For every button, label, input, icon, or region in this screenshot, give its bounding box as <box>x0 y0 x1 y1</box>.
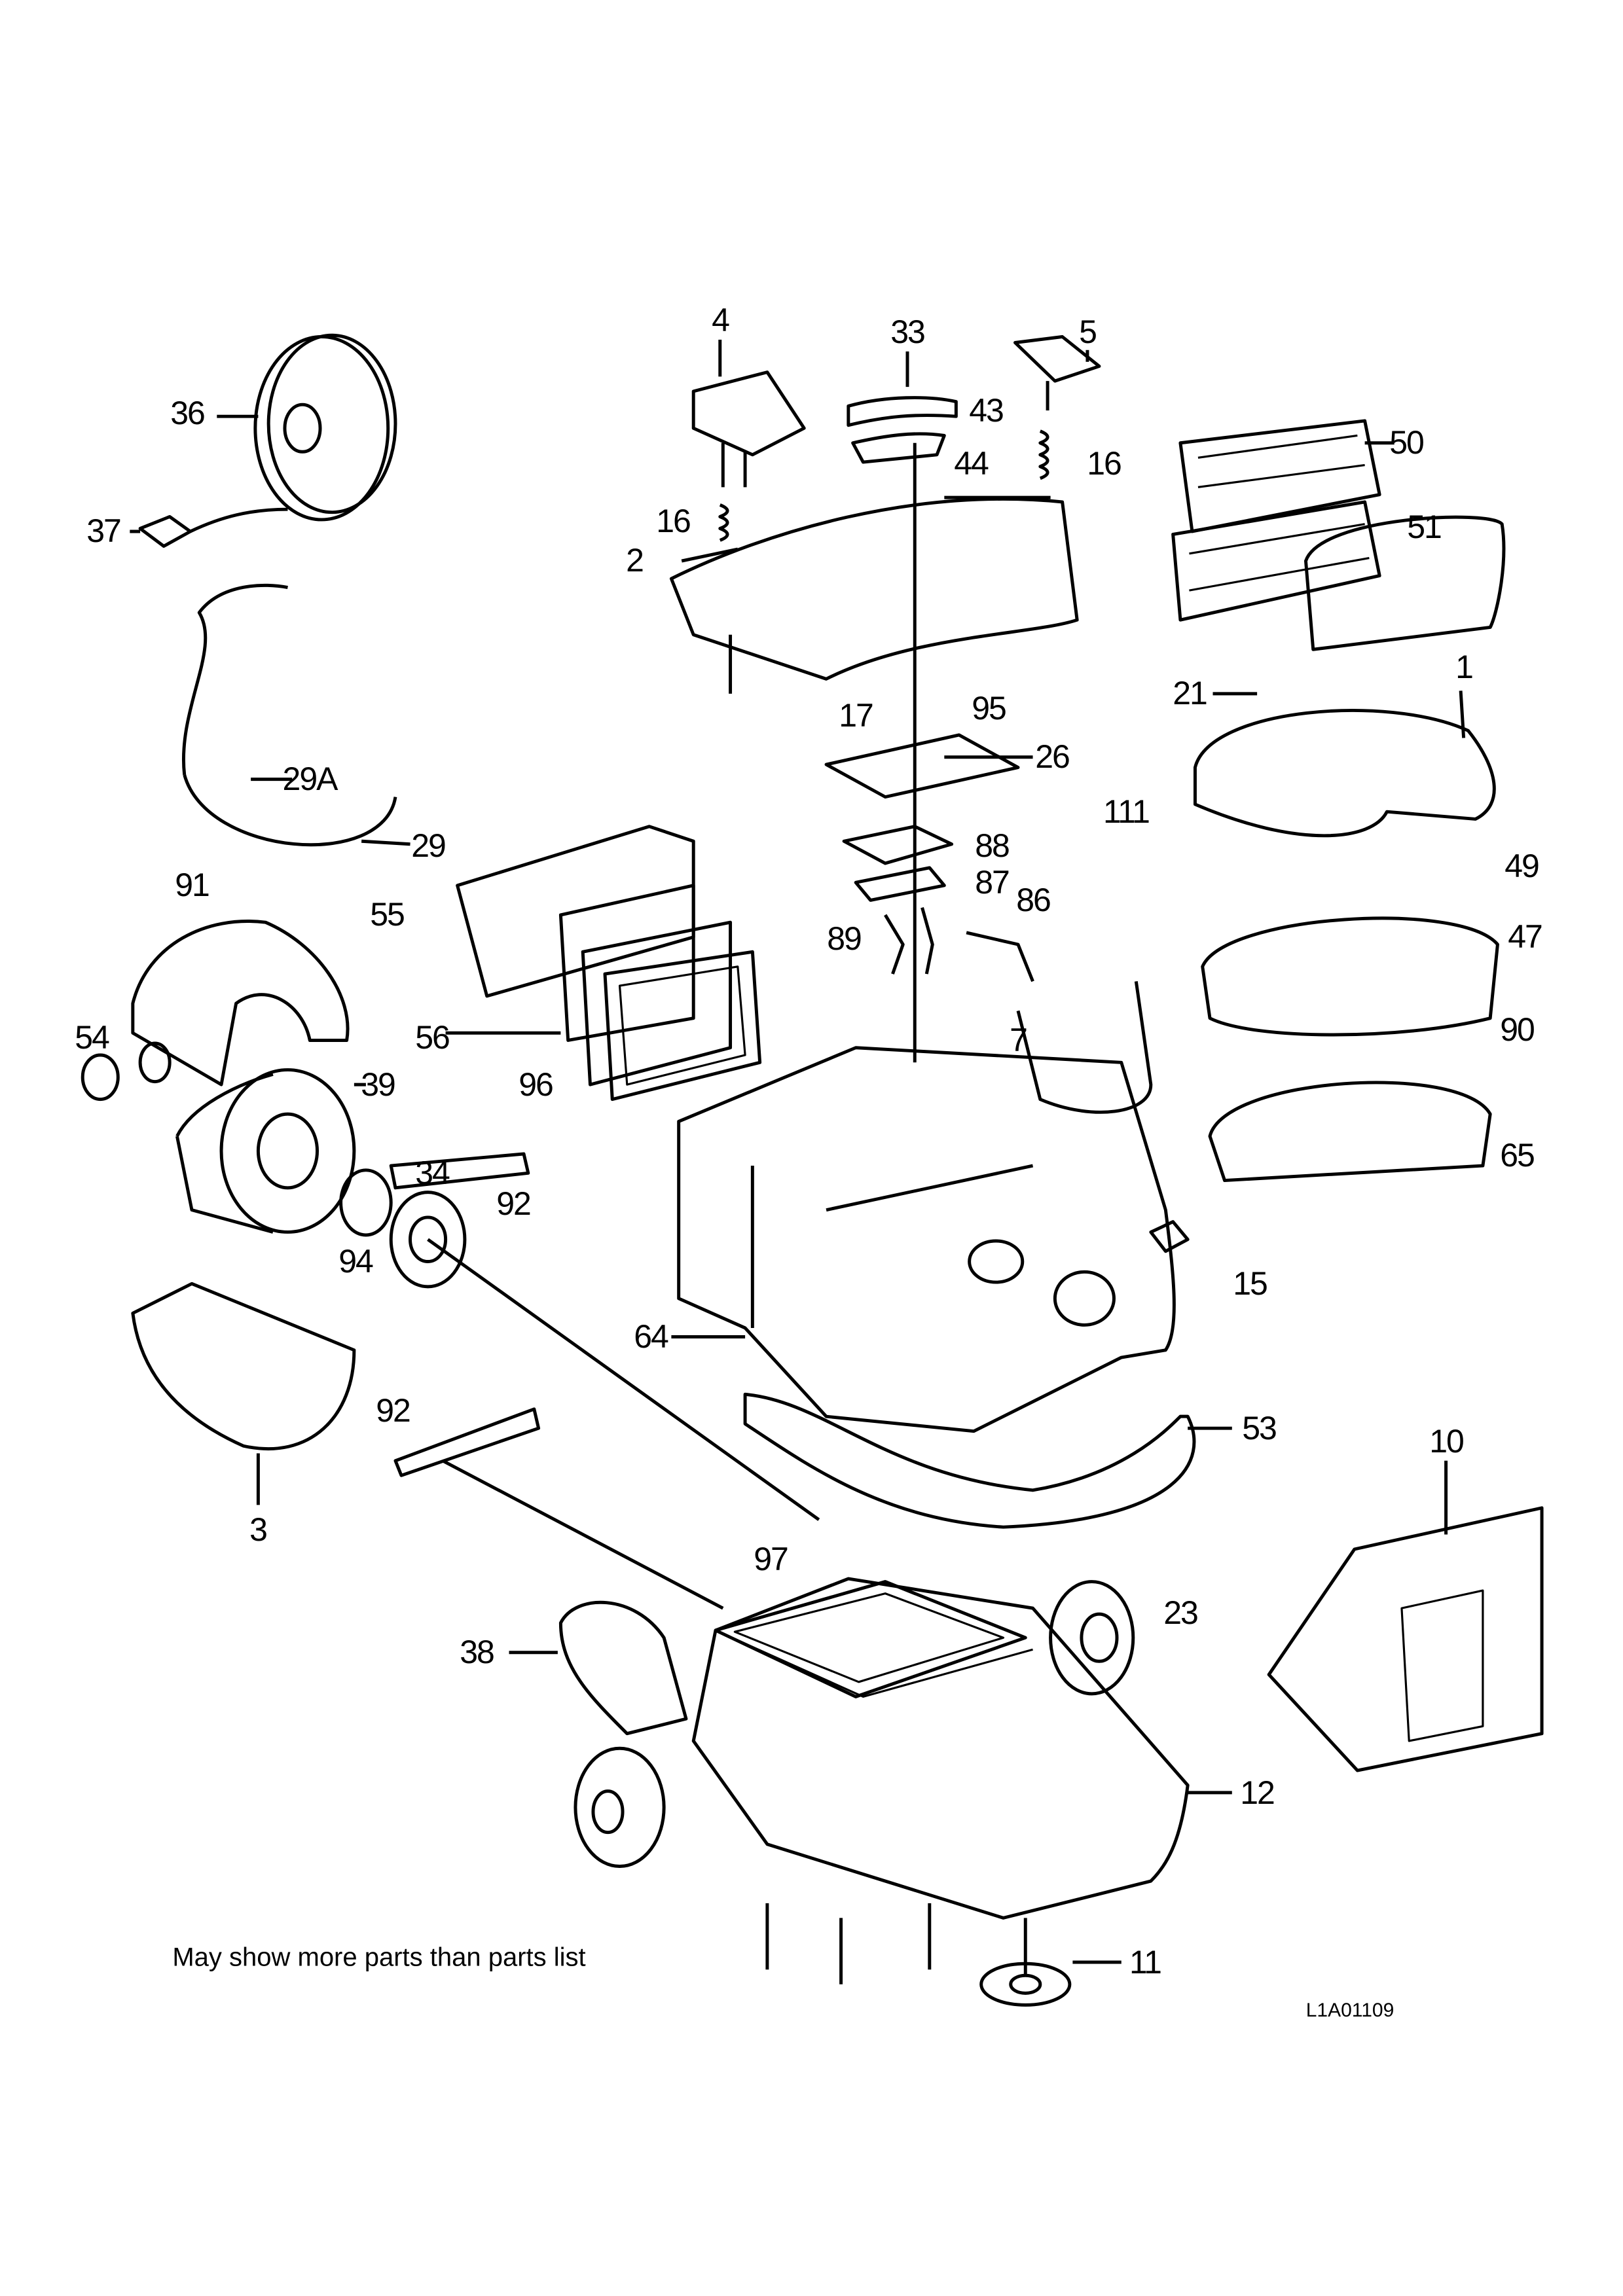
part-label: 92 <box>496 1185 532 1222</box>
part-label: 3 <box>249 1511 268 1548</box>
part-label: 89 <box>827 920 862 957</box>
part-label: 12 <box>1240 1774 1275 1811</box>
motor-housing-3 <box>131 1282 356 1505</box>
part-label: 92 <box>376 1392 411 1429</box>
part-label: 15 <box>1233 1265 1268 1302</box>
part-label: 90 <box>1500 1011 1535 1048</box>
base-part-12 <box>691 1577 1232 1920</box>
part-label: 111 <box>1103 793 1150 830</box>
part-label: 53 <box>1242 1410 1277 1446</box>
part-label: 44 <box>954 445 989 482</box>
strip-33-43 <box>847 351 958 464</box>
wheel-23 <box>1049 1580 1135 1696</box>
gasket-97 <box>714 1580 1027 1698</box>
part-label: 16 <box>1087 445 1122 482</box>
part-label: 64 <box>634 1318 669 1355</box>
wheel-left <box>574 1746 666 1868</box>
part-label: 94 <box>338 1243 374 1280</box>
clip-15 <box>1149 1220 1190 1253</box>
main-body-64 <box>671 1046 1176 1433</box>
part-label: 49 <box>1504 848 1540 884</box>
part-label: 39 <box>361 1066 396 1103</box>
part-label: 86 <box>1016 882 1051 918</box>
part-label: 95 <box>972 690 1007 726</box>
part-label: 5 <box>1079 314 1097 350</box>
button-5 <box>1013 335 1101 411</box>
motor-39 <box>175 1068 366 1234</box>
part-label: 51 <box>1407 509 1442 545</box>
part-label: 21 <box>1173 675 1208 711</box>
part-label: 29A <box>282 761 338 797</box>
lever-86 <box>966 931 1034 982</box>
part-label: 91 <box>175 867 210 903</box>
part-label: 29 <box>411 827 447 864</box>
part-label: 1 <box>1455 649 1474 685</box>
part-label: 96 <box>519 1066 554 1103</box>
part-label: 97 <box>754 1541 789 1577</box>
handle-7 <box>1016 980 1153 1114</box>
springs-16 <box>718 429 1049 542</box>
part-label: 34 <box>415 1155 450 1191</box>
plug-part-37 <box>130 507 288 548</box>
part-label: 55 <box>370 896 405 933</box>
part-label: 2 <box>626 542 644 579</box>
part-label: 65 <box>1500 1137 1535 1174</box>
part-label: 33 <box>890 314 926 350</box>
part-label: 50 <box>1389 424 1425 461</box>
part-label: 43 <box>969 392 1004 429</box>
castor-11 <box>979 1918 1122 2007</box>
filter-part-56 <box>445 884 733 1086</box>
part-label: 54 <box>75 1019 110 1056</box>
plate-26 <box>824 442 1033 1063</box>
part-label: 23 <box>1163 1594 1199 1631</box>
part-label: 36 <box>170 395 206 431</box>
screws <box>765 1903 932 1984</box>
lid-part-1 <box>1193 691 1496 838</box>
part-label: 11 <box>1129 1944 1162 1981</box>
part-label: 16 <box>656 503 691 539</box>
top-cover-part-2 <box>669 495 1079 694</box>
hose-29 <box>182 583 410 847</box>
lever-89 <box>884 906 934 975</box>
part-label: 38 <box>460 1634 495 1670</box>
ferrite-54 <box>81 1041 172 1102</box>
part-label: 37 <box>86 512 122 549</box>
part-label: 47 <box>1508 918 1543 955</box>
part-label: 26 <box>1035 738 1070 775</box>
filter-pad-51 <box>1304 515 1506 651</box>
drawing-code: L1A01109 <box>1305 2000 1395 2021</box>
part-label: 7 <box>1010 1022 1028 1058</box>
cord-reel-part-36 <box>217 333 397 522</box>
bracket-88-87 <box>842 825 954 902</box>
disclaimer-note: May show more parts than parts list <box>172 1943 586 1972</box>
gasket-96 <box>603 950 762 1102</box>
part-label: 4 <box>712 302 730 338</box>
part-label: 10 <box>1429 1423 1465 1460</box>
part-label: 87 <box>975 864 1010 901</box>
ring-94-34 <box>339 1168 820 1521</box>
dust-bag-10 <box>1267 1460 1544 1772</box>
part-label: 56 <box>415 1019 450 1056</box>
button-4 <box>691 340 806 488</box>
nozzle-38 <box>509 1600 688 1736</box>
part-label: 17 <box>839 697 874 734</box>
bumper-53 <box>743 1392 1232 1529</box>
frame-47 <box>1201 916 1499 1183</box>
bracket-92 <box>389 1152 724 1610</box>
part-label: 88 <box>975 827 1010 864</box>
motor-cover-91 <box>131 920 350 1086</box>
filter-grid-part-50 <box>1171 419 1395 622</box>
